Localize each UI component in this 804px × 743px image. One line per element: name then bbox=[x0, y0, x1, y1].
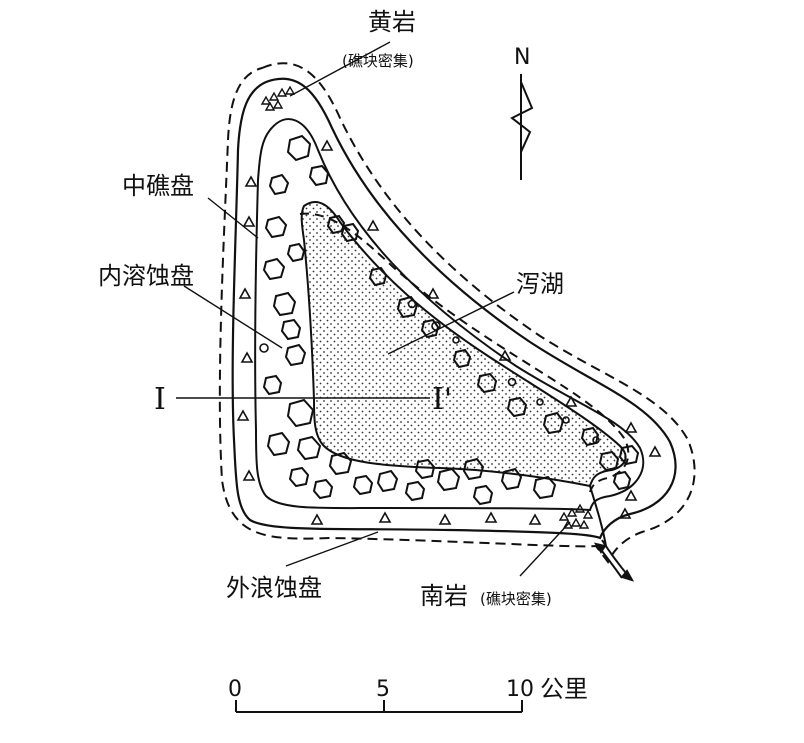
section-label-right: I' bbox=[432, 382, 452, 417]
reef-crest-line bbox=[231, 77, 677, 540]
channel-line bbox=[589, 485, 607, 547]
north-arrow-icon: N bbox=[510, 45, 534, 180]
label-lagoon: 泻湖 bbox=[516, 270, 564, 298]
boulder-triangles bbox=[236, 139, 662, 525]
lagoon-area bbox=[300, 201, 627, 488]
scale-tick-5: 5 bbox=[376, 677, 390, 702]
label-north-rock-note: (礁块密集) bbox=[342, 52, 414, 70]
label-outer-platform: 外浪蚀盘 bbox=[226, 574, 322, 602]
outer-dashed-boundary bbox=[218, 62, 696, 564]
label-middle-platform: 中礁盘 bbox=[122, 172, 194, 200]
scale-bar: 0 5 10 公里 bbox=[228, 675, 588, 713]
scale-tick-0: 0 bbox=[228, 677, 242, 702]
label-south-rock-note: (礁块密集) bbox=[480, 590, 552, 608]
scale-tick-10: 10 bbox=[506, 677, 534, 702]
label-inner-platform: 内溶蚀盘 bbox=[98, 262, 194, 290]
scale-unit: 公里 bbox=[540, 675, 588, 703]
svg-text:N: N bbox=[514, 45, 530, 70]
label-south-rock: 南岩 bbox=[420, 582, 468, 610]
leader-lines bbox=[183, 41, 571, 577]
label-north-rock: 黄岩 bbox=[368, 8, 416, 36]
middle-platform-inner-line bbox=[254, 118, 645, 512]
section-label-left: I bbox=[154, 382, 166, 417]
north-rock-cluster bbox=[260, 85, 296, 111]
south-rock-cluster bbox=[558, 503, 594, 529]
channel-flow-arrows bbox=[593, 539, 635, 582]
